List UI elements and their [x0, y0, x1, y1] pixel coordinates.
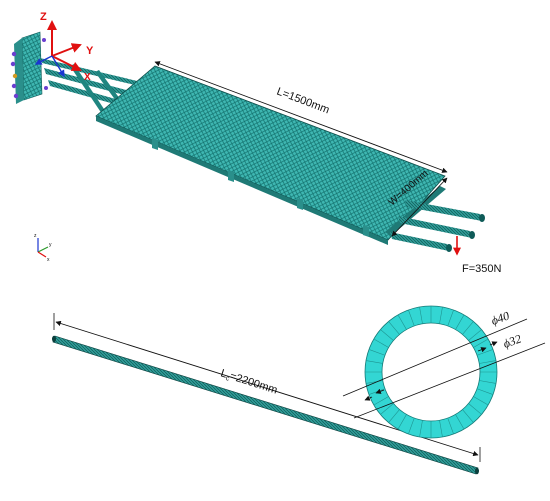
ring-segment-line	[408, 309, 415, 327]
outer-diameter-label: ϕ40	[489, 308, 511, 327]
rod-length-symbol: L	[219, 367, 228, 380]
ring-segment-line	[455, 314, 465, 330]
mini-x-label: x	[47, 257, 50, 263]
rail-end-3	[390, 232, 449, 251]
ring-segment-line	[476, 388, 494, 395]
ring-segment-line	[388, 321, 400, 335]
clamp-fixture	[10, 31, 48, 104]
inner-diameter-line	[353, 342, 546, 419]
ring-segment-line	[439, 420, 443, 438]
ring-segment-line	[439, 306, 443, 324]
ring-segment-line	[373, 338, 389, 348]
ring-segment-line	[447, 417, 454, 435]
global-axes-triad: Z Y X	[34, 11, 94, 83]
ring-segment-line	[380, 403, 394, 415]
ring-segment-line	[462, 321, 474, 335]
ring-segment-line	[365, 360, 383, 364]
axis-z-label: Z	[40, 11, 47, 23]
axis-y-label: Y	[86, 45, 94, 57]
ring-segment-line	[368, 349, 386, 356]
ring-segment-line	[419, 306, 423, 324]
cross-section: ϕ40 ϕ32	[342, 305, 546, 439]
long-rod	[52, 335, 479, 475]
ring-segment-line	[462, 409, 474, 423]
mini-axes-triad: z y x	[34, 233, 52, 263]
ring-segment-line	[397, 314, 407, 330]
mini-y-label: y	[49, 242, 52, 248]
ring-segment-line	[365, 380, 383, 384]
rail-end-2	[398, 216, 472, 238]
axis-x-label: X	[84, 72, 91, 83]
ring-segment-line	[408, 417, 415, 435]
applied-force: F=350N	[453, 236, 501, 275]
ring-segment-line	[447, 309, 454, 327]
ring-segment-line	[373, 396, 389, 406]
mini-z-label: z	[34, 233, 37, 239]
ring-segment-line	[397, 414, 407, 430]
force-label: F=350N	[462, 263, 501, 275]
ring-segment-line	[479, 380, 497, 384]
rod-length-subscript: c	[225, 375, 231, 383]
ring-segment-line	[473, 396, 489, 406]
fem-platform-model: Z Y X L=1500mm W=400mm F=350N z y x	[10, 11, 501, 275]
meshed-plate	[95, 65, 446, 241]
clamp-plate	[21, 31, 43, 101]
inner-diameter-label: ϕ32	[501, 331, 523, 350]
ring-segment-line	[455, 414, 465, 430]
ring-segment-line	[476, 349, 494, 356]
ring-segment-line	[468, 403, 482, 415]
ring-segment-line	[380, 329, 394, 341]
ring-segment-line	[468, 329, 482, 341]
ring-segment-line	[479, 360, 497, 364]
cross-beam-1	[70, 64, 110, 120]
length-label: L=1500mm	[275, 86, 331, 117]
clamp-side	[14, 38, 24, 104]
rail-1	[40, 58, 152, 89]
ring-segment-line	[388, 409, 400, 423]
ring-segment-line	[419, 420, 423, 438]
ring-segment-line	[473, 338, 489, 348]
outer-diameter-line	[342, 318, 528, 397]
ring-mesh-segments	[365, 306, 497, 438]
